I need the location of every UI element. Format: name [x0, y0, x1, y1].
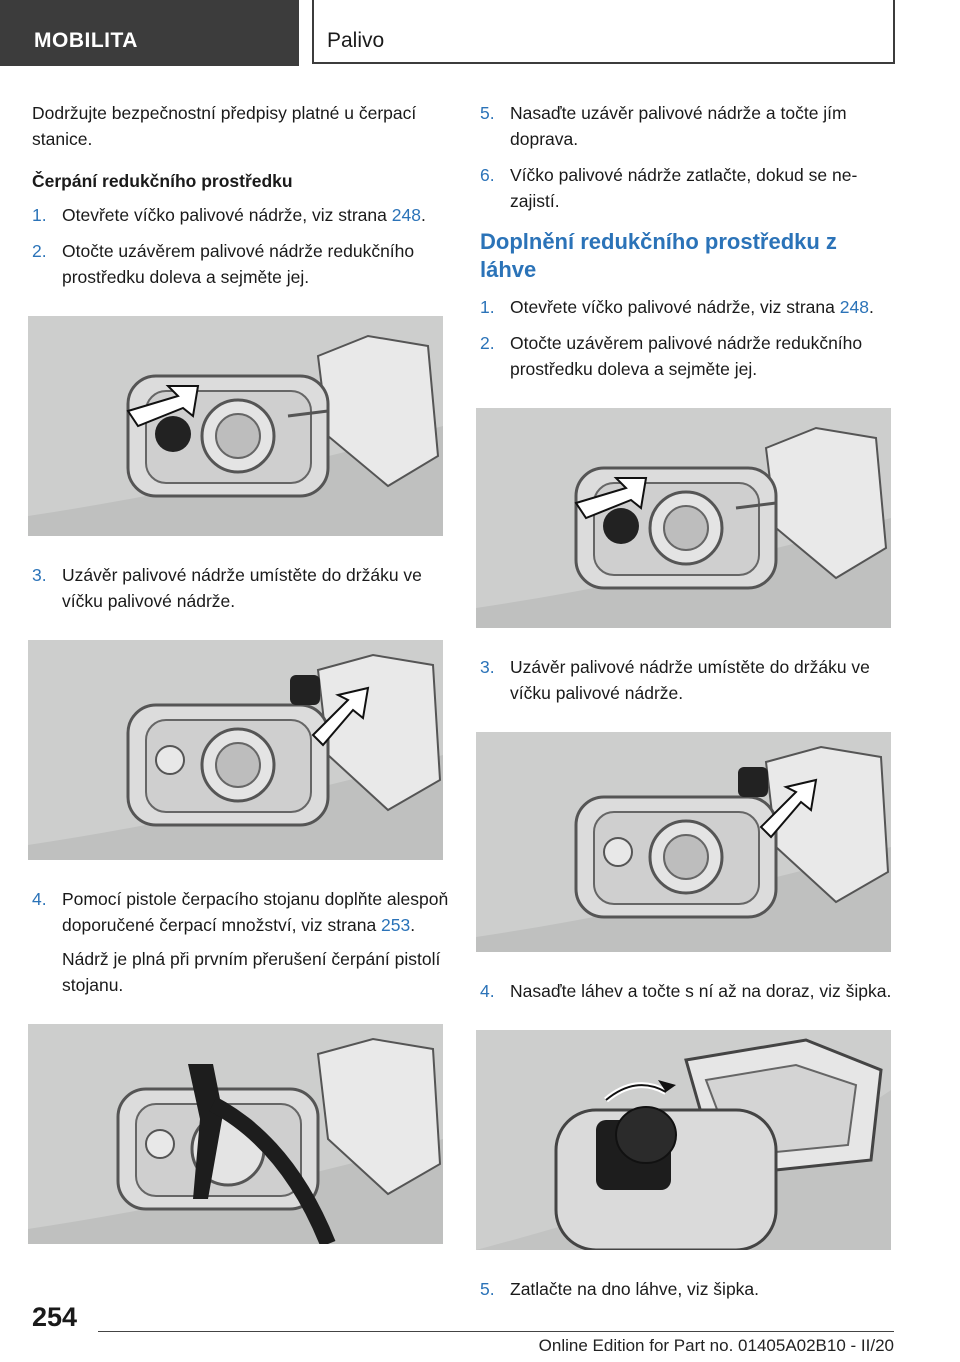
step-number: 3.	[480, 657, 495, 677]
step-number: 1.	[480, 297, 495, 317]
step-number: 2.	[32, 241, 47, 261]
illustration-cap-holder-2	[476, 732, 891, 952]
left-column: Dodržujte bezpečnostní předpisy platné u…	[28, 100, 450, 1270]
right-column: 5. Nasaďte uzávěr palivové nádrže a točt…	[476, 100, 898, 1312]
step-item: 4. Pomocí pistole čerpacího stojanu dopl…	[32, 886, 450, 998]
step-item: 3. Uzávěr palivové nádrže umístěte do dr…	[32, 562, 450, 614]
step-item: 5. Zatlačte na dno láhve, viz šipka.	[480, 1276, 898, 1302]
illustration-cap-holder	[28, 640, 443, 860]
step-item: 5. Nasaďte uzávěr palivové nádrže a točt…	[480, 100, 898, 152]
step-item: 4. Nasaďte láhev a točte s ní až na dora…	[480, 978, 898, 1004]
section-heading-bottle: Doplnění redukčního prostředku z láhve	[480, 229, 837, 282]
illustration-cap-removal	[28, 316, 443, 536]
step-item: 1. Otevřete víčko palivové nádrže, viz s…	[480, 294, 898, 320]
step-number: 5.	[480, 1279, 495, 1299]
step-item: 3. Uzávěr palivové nádrže umístěte do dr…	[480, 654, 898, 706]
step-number: 4.	[480, 981, 495, 1001]
safety-intro: Dodržujte bezpečnostní předpisy platné u…	[32, 103, 417, 149]
page-ref-link[interactable]: 248	[391, 205, 421, 225]
step-item: 6. Víčko palivové nádrže zatlačte, dokud…	[480, 162, 898, 214]
page-number: 254	[32, 1302, 78, 1332]
step-number: 5.	[480, 103, 495, 123]
chapter-title: Palivo	[312, 0, 895, 64]
step-item: 2. Otočte uzávěrem palivové nádrže reduk…	[480, 330, 898, 382]
subheading-refuel: Čerpání redukčního prostředku	[32, 171, 293, 191]
page-ref-link[interactable]: 248	[839, 297, 869, 317]
step-number: 1.	[32, 205, 47, 225]
step-item: 1. Otevřete víčko palivové nádrže, viz s…	[32, 202, 450, 228]
footer-divider	[98, 1331, 894, 1332]
step-number: 3.	[32, 565, 47, 585]
illustration-cap-removal-2	[476, 408, 891, 628]
step-number: 4.	[32, 889, 47, 909]
illustration-bottle-insert	[476, 1030, 891, 1250]
step-item: 2. Otočte uzávěrem palivové nádrže reduk…	[32, 238, 450, 290]
illustration-pump-nozzle	[28, 1024, 443, 1244]
page-ref-link[interactable]: 253	[381, 915, 411, 935]
step-number: 2.	[480, 333, 495, 353]
edition-footer: Online Edition for Part no. 01405A02B10 …	[538, 1336, 894, 1355]
step-note: Nádrž je plná při prvním přerušení čerpá…	[62, 949, 441, 995]
page-header: MOBILITA Palivo	[0, 0, 960, 66]
step-number: 6.	[480, 165, 495, 185]
section-tab: MOBILITA	[0, 0, 299, 66]
